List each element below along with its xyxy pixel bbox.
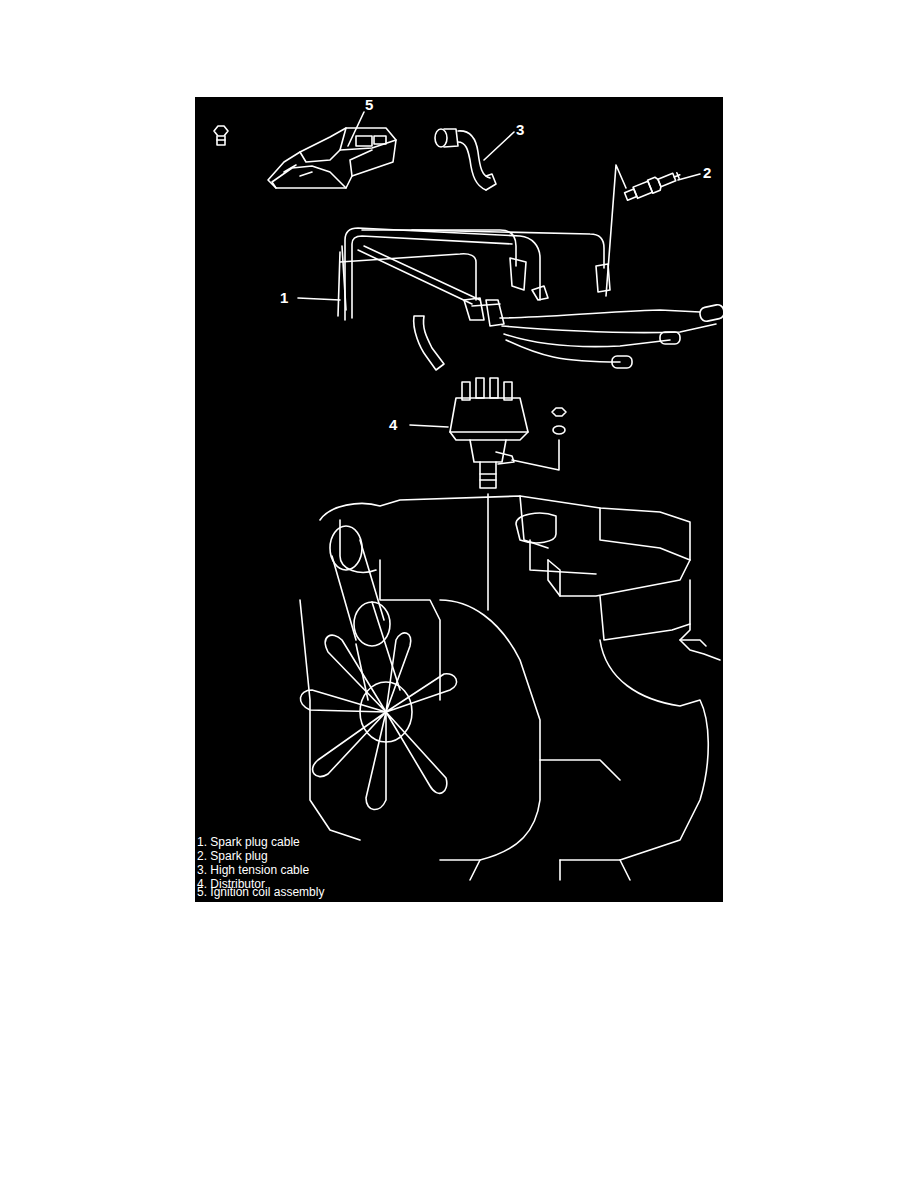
- callout-number-holder: 5: [365, 96, 373, 114]
- coil-bolt: [214, 126, 228, 145]
- leader-line: [484, 132, 514, 160]
- leader-line: [410, 425, 448, 427]
- ignition-coil: [268, 128, 396, 188]
- legend-key-line: 2. Spark plug: [197, 849, 268, 863]
- leader-line: [348, 112, 364, 146]
- leader-line: [487, 494, 489, 610]
- legend-key-line: 1. Spark plug cable: [197, 835, 300, 849]
- callout-number-holder: 2: [703, 164, 711, 182]
- distributor: [450, 378, 528, 488]
- nut-washer: [552, 408, 566, 434]
- callout-number-holder: 4: [389, 416, 397, 434]
- fan-belt: [300, 526, 456, 810]
- callout-number: 2: [703, 164, 711, 181]
- leader-line: [678, 174, 700, 180]
- legend-key-line: 5. Ignition coil assembly: [197, 885, 324, 899]
- spark-plug-cables: [338, 228, 725, 370]
- leader-line: [298, 298, 340, 300]
- legend-key-line-holder: 2. Spark plug: [197, 846, 268, 864]
- callout-number: 3: [516, 121, 524, 138]
- callout-number: 5: [365, 96, 373, 113]
- legend-key-line-holder: 3. High tension cable: [197, 860, 309, 878]
- callout-number: 1: [280, 289, 288, 306]
- spark-plug: [623, 168, 682, 203]
- callout-number: 4: [389, 416, 397, 433]
- black-panel: [195, 97, 723, 902]
- callout-number-holder: 3: [516, 121, 524, 139]
- high-tension-cable: [435, 129, 496, 190]
- callout-number-holder: 1: [280, 289, 288, 307]
- engine-block: [300, 496, 720, 880]
- legend-key-line-holder: 5. Ignition coil assembly: [197, 882, 324, 900]
- leader-line: [512, 440, 559, 470]
- legend-key-line: 3. High tension cable: [197, 863, 309, 877]
- legend-key-line-holder: 1. Spark plug cable: [197, 832, 300, 850]
